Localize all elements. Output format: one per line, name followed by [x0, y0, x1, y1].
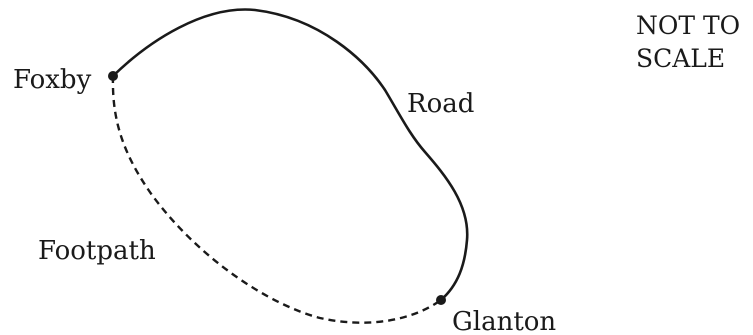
- glanton-point: [436, 295, 446, 305]
- footpath-label: Footpath: [38, 236, 156, 266]
- road-label: Road: [407, 89, 474, 119]
- not-to-scale-line1: NOT TO: [636, 11, 740, 40]
- foxby-label: Foxby: [13, 65, 92, 95]
- foxby-point: [108, 71, 118, 81]
- footpath-route-line: [111, 75, 442, 324]
- not-to-scale-line2: SCALE: [636, 44, 725, 73]
- glanton-label: Glanton: [452, 307, 556, 335]
- road-route-line: [111, 8, 469, 302]
